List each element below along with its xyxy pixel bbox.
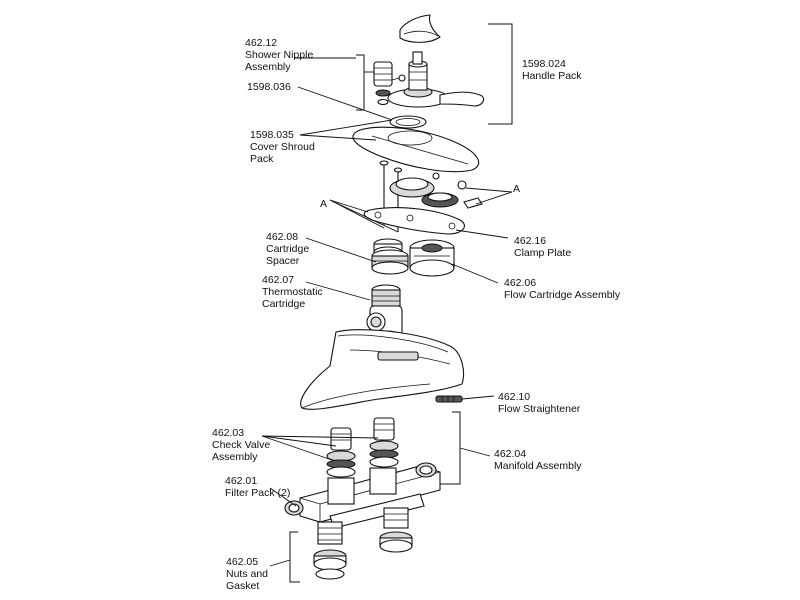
svg-text:Assembly: Assembly — [212, 451, 258, 463]
check-valve-right — [369, 417, 399, 468]
svg-text:Cartridge: Cartridge — [266, 243, 309, 255]
svg-text:462.04: 462.04 — [494, 448, 526, 460]
label-callout-a-right: A — [513, 183, 520, 195]
label-thermostatic-cartridge: 462.07 Thermostatic Cartridge — [262, 274, 323, 310]
handle-cap — [399, 14, 441, 43]
svg-text:Cover Shroud: Cover Shroud — [250, 141, 315, 153]
svg-text:Flow Cartridge Assembly: Flow Cartridge Assembly — [504, 289, 621, 301]
svg-text:A: A — [320, 198, 327, 210]
label-filter-pack: 462.01 Filter Pack (2) — [225, 475, 290, 499]
svg-text:Check Valve: Check Valve — [212, 439, 270, 451]
label-flow-cartridge: 462.06 Flow Cartridge Assembly — [504, 277, 621, 301]
svg-text:Cartridge: Cartridge — [262, 298, 305, 310]
svg-text:Gasket: Gasket — [226, 580, 259, 592]
svg-text:462.05: 462.05 — [226, 556, 258, 568]
cover-shroud-part — [352, 126, 480, 173]
cartridge-spacer-part — [371, 238, 409, 275]
shower-nipple-part — [373, 61, 393, 106]
svg-text:Handle Pack: Handle Pack — [522, 70, 582, 82]
svg-text:Spacer: Spacer — [266, 255, 300, 267]
shank-right — [379, 507, 413, 553]
label-cover-shroud: 1598.035 Cover Shroud Pack — [250, 129, 315, 165]
svg-text:Thermostatic: Thermostatic — [262, 286, 323, 298]
svg-text:462.08: 462.08 — [266, 231, 298, 243]
leader-lines — [261, 23, 513, 583]
svg-text:A: A — [513, 183, 520, 195]
gear-mechanism — [389, 177, 483, 209]
flow-cartridge-part — [409, 239, 455, 277]
svg-text:Flow Straightener: Flow Straightener — [498, 403, 581, 415]
label-clamp-plate: 462.16 Clamp Plate — [514, 235, 571, 259]
label-1598-036: 1598.036 — [247, 81, 291, 93]
svg-text:462.10: 462.10 — [498, 391, 530, 403]
svg-text:Shower Nipple: Shower Nipple — [245, 49, 313, 61]
svg-text:Assembly: Assembly — [245, 61, 291, 73]
svg-text:1598.035: 1598.035 — [250, 129, 294, 141]
svg-text:Filter Pack (2): Filter Pack (2) — [225, 487, 290, 499]
label-cartridge-spacer: 462.08 Cartridge Spacer — [266, 231, 309, 267]
label-handle-pack: 1598.024 Handle Pack — [522, 58, 582, 82]
svg-text:Nuts and: Nuts and — [226, 568, 268, 580]
label-nuts-gasket: 462.05 Nuts and Gasket — [226, 556, 268, 592]
manifold-part — [284, 462, 441, 529]
check-valve-left — [326, 427, 356, 478]
spout-body-part — [300, 329, 465, 410]
svg-text:1598.036: 1598.036 — [247, 81, 291, 93]
svg-text:462.12: 462.12 — [245, 37, 277, 49]
svg-text:462.07: 462.07 — [262, 274, 294, 286]
label-check-valve: 462.03 Check Valve Assembly — [212, 427, 270, 463]
svg-text:1598.024: 1598.024 — [522, 58, 566, 70]
handle-lever — [387, 51, 485, 108]
shank-left — [313, 521, 347, 580]
svg-text:Manifold Assembly: Manifold Assembly — [494, 460, 582, 472]
svg-text:462.06: 462.06 — [504, 277, 536, 289]
label-callout-a-left: A — [320, 198, 327, 210]
svg-text:Pack: Pack — [250, 153, 274, 165]
flow-straightener-part — [435, 395, 463, 403]
svg-text:Clamp Plate: Clamp Plate — [514, 247, 571, 259]
label-shower-nipple: 462.12 Shower Nipple Assembly — [245, 37, 313, 73]
label-flow-straightener: 462.10 Flow Straightener — [498, 391, 581, 415]
svg-text:462.03: 462.03 — [212, 427, 244, 439]
label-manifold: 462.04 Manifold Assembly — [494, 448, 582, 472]
svg-text:462.16: 462.16 — [514, 235, 546, 247]
svg-text:462.01: 462.01 — [225, 475, 257, 487]
clamp-plate-part — [363, 207, 465, 235]
o-ring-part — [389, 115, 427, 129]
